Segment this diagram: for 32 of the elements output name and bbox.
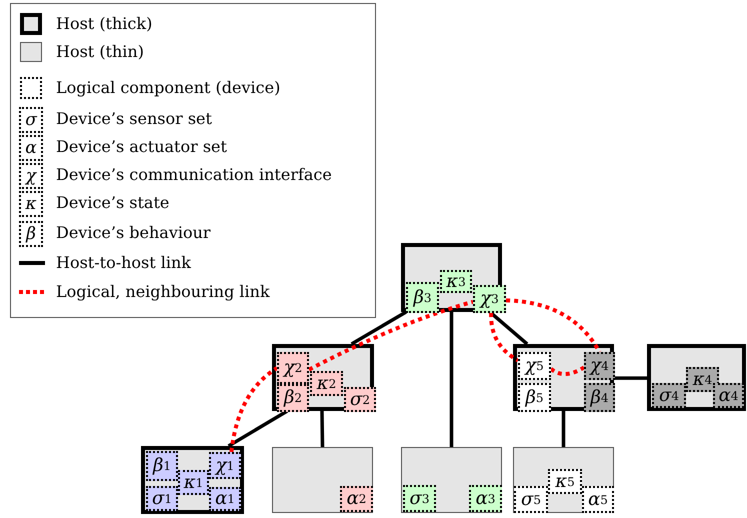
- logical-link: [506, 298, 602, 354]
- legend-symbol: β: [19, 221, 43, 247]
- legend-text: Host (thin): [56, 41, 144, 63]
- host-box: [401, 447, 502, 513]
- legend-text: Device’s behaviour: [56, 222, 211, 244]
- host-box: [513, 344, 614, 411]
- host-link: [450, 312, 454, 447]
- legend-text: Logical, neighbouring link: [56, 281, 270, 303]
- legend-text: Device’s sensor set: [56, 108, 212, 130]
- logical-link: [550, 366, 586, 376]
- host-box: [272, 447, 373, 513]
- legend-text: Device’s actuator set: [56, 136, 227, 158]
- host-link: [562, 411, 566, 447]
- host-link: [350, 310, 407, 346]
- host-box: [513, 447, 614, 513]
- legend-text: Host (thick): [56, 13, 152, 35]
- host-box: [272, 344, 374, 411]
- legend-text: Device’s communication interface: [56, 164, 332, 186]
- legend-text: Device’s state: [56, 192, 170, 214]
- host-link: [614, 376, 647, 380]
- legend-symbol: χ: [19, 163, 43, 189]
- host-box: [647, 344, 746, 411]
- logical-link: [229, 366, 278, 452]
- legend-text: Host-to-host link: [56, 252, 191, 274]
- host-link: [320, 410, 324, 448]
- legend-symbol: κ: [19, 191, 43, 217]
- host-link: [228, 410, 288, 448]
- legend-symbol: σ: [19, 107, 43, 133]
- logical-link: [489, 313, 520, 362]
- legend-symbol: α: [19, 135, 43, 161]
- host-box: [141, 446, 244, 514]
- legend-text: Logical component (device): [56, 77, 280, 99]
